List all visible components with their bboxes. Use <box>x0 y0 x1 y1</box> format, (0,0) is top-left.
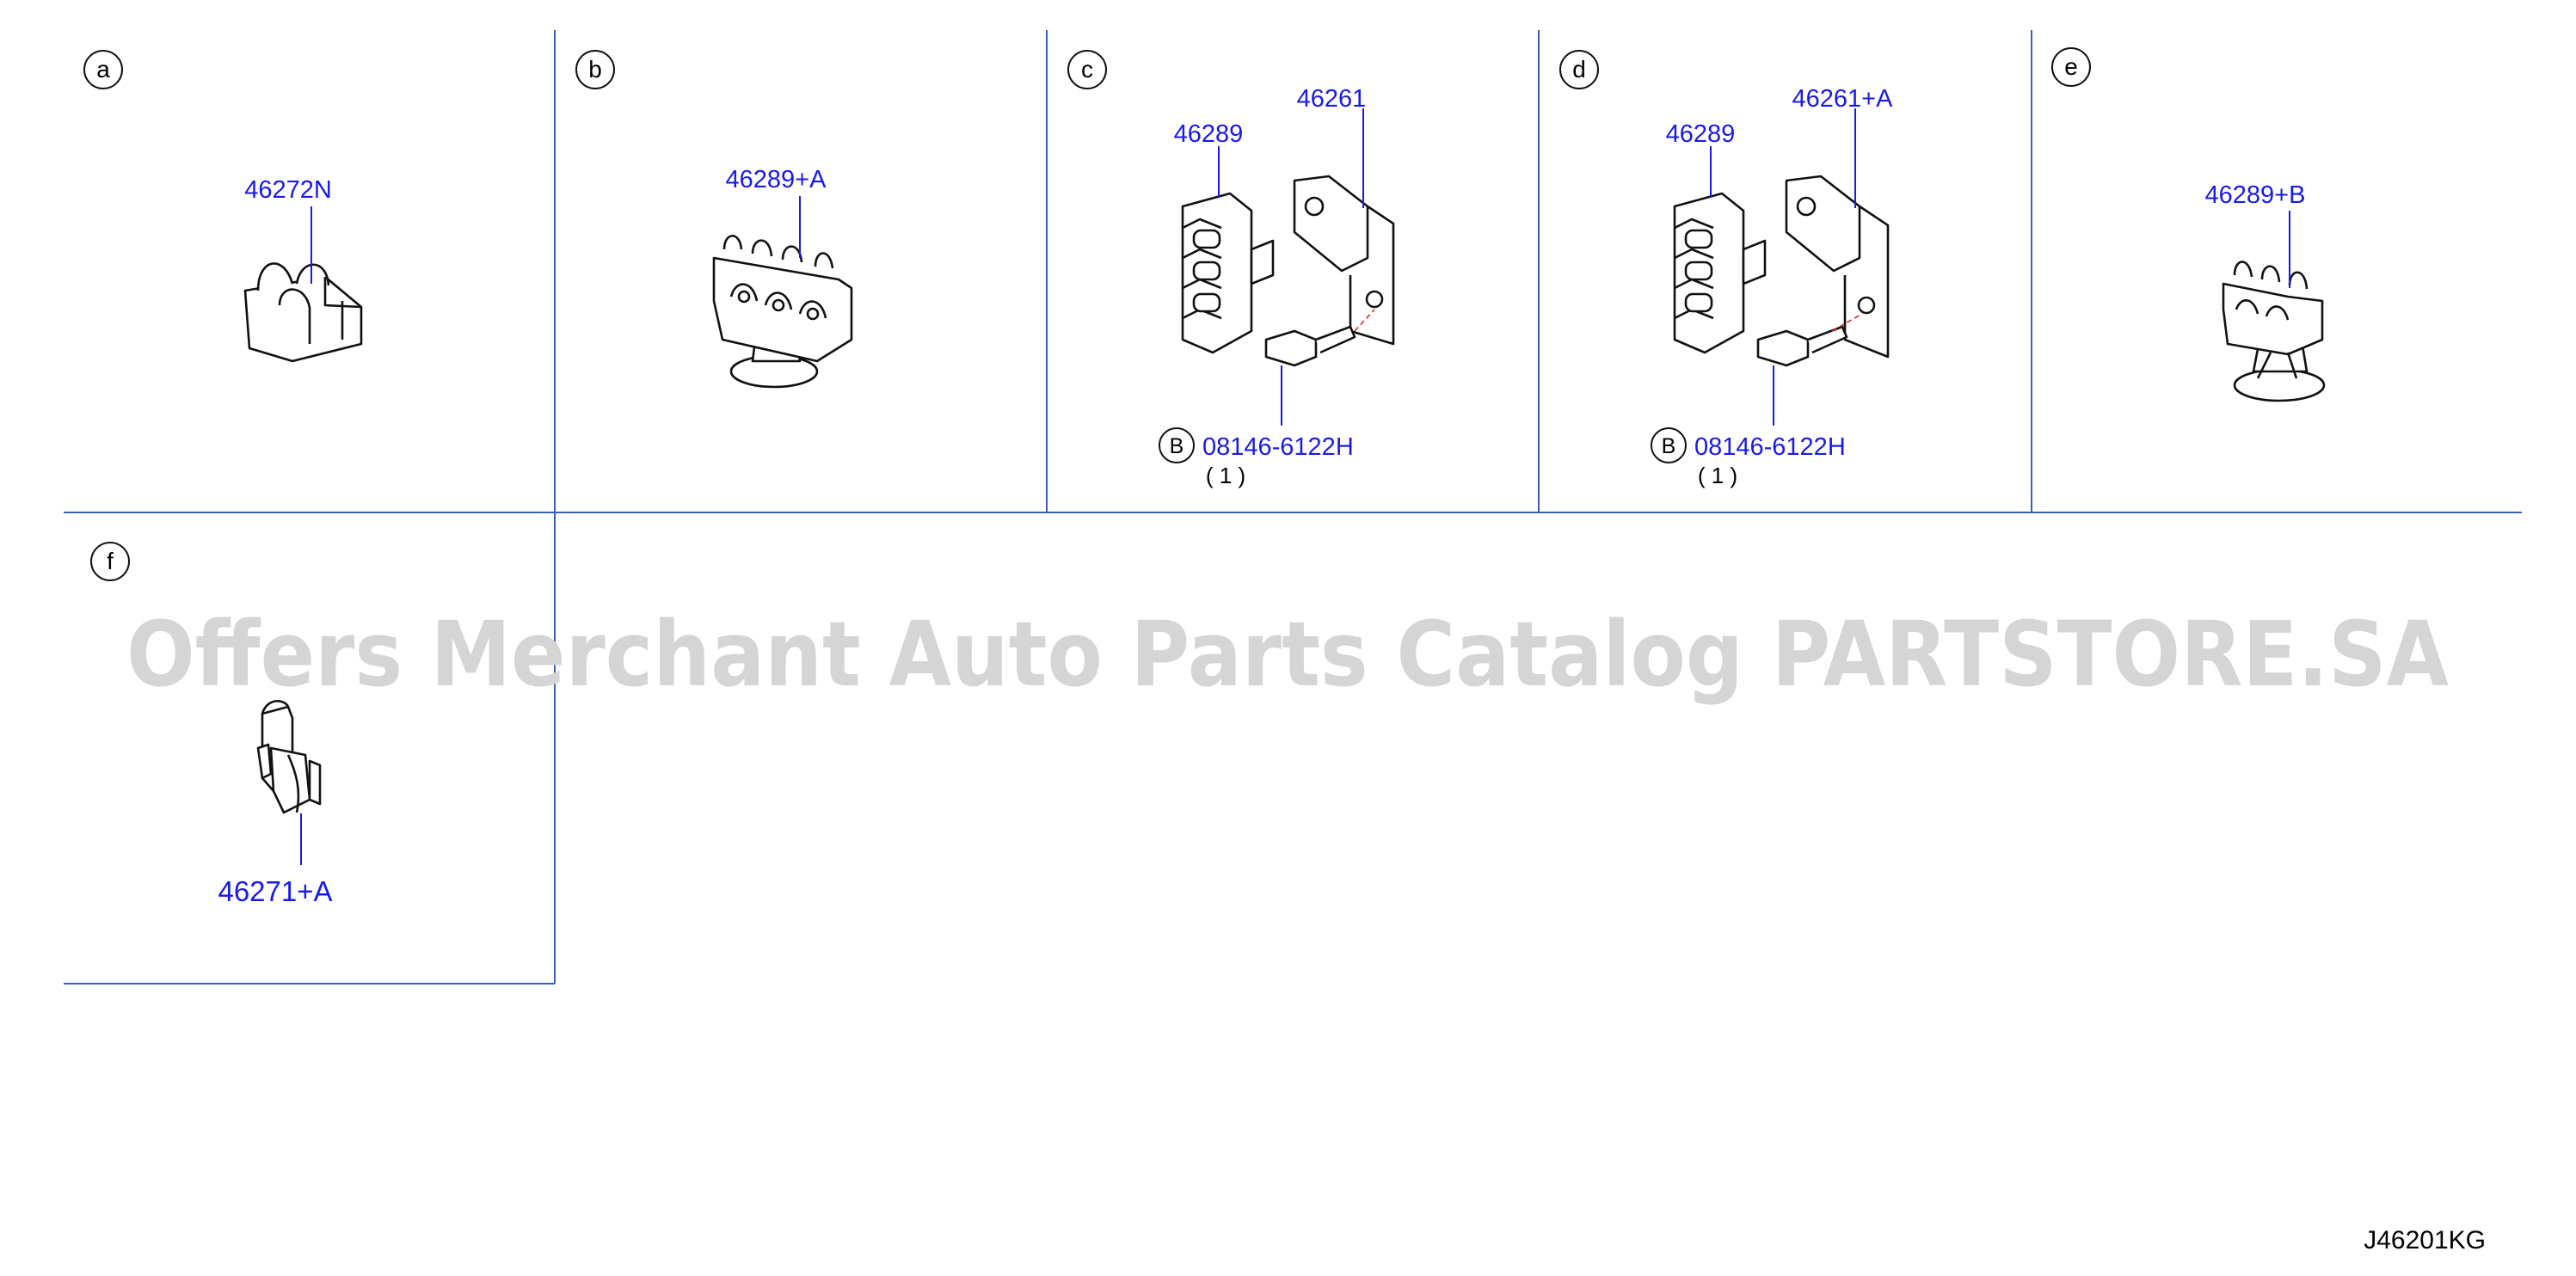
panel-letter: c <box>1081 56 1093 83</box>
panel-frame <box>64 30 2522 985</box>
panel-letter: a <box>96 56 110 83</box>
bolt-ref-b: B <box>1159 427 1195 463</box>
bolt-08146-6122h-drawing <box>1264 325 1356 367</box>
part-number-08146-6122h[interactable]: 08146-6122H <box>1202 433 1354 461</box>
part-number-46261[interactable]: 46261 <box>1297 85 1367 113</box>
bolt-ref-letter: B <box>1662 434 1676 458</box>
panel-label-c: c <box>1067 50 1107 89</box>
clip-46272n-drawing <box>243 262 363 363</box>
clip-46289a-drawing <box>712 234 853 389</box>
fastening-axis-line <box>1831 313 1863 332</box>
panel-letter: d <box>1572 56 1586 83</box>
panel-label-e: e <box>2051 47 2091 87</box>
part-number-46271a[interactable]: 46271+A <box>218 875 332 907</box>
part-number-46272n[interactable]: 46272N <box>244 176 332 204</box>
panel-label-d: d <box>1559 50 1599 89</box>
clamp-46289-drawing <box>1673 192 1767 354</box>
clip-46289b-drawing <box>2222 261 2326 402</box>
quantity-label: ( 1 ) <box>1698 463 1737 488</box>
part-number-46289b[interactable]: 46289+B <box>2205 181 2306 209</box>
bracket-46261a-drawing <box>1785 175 1890 359</box>
bolt-ref-b: B <box>1651 427 1687 463</box>
panel-letter: f <box>107 548 114 574</box>
panel-letter: b <box>588 56 602 83</box>
quantity-label: ( 1 ) <box>1206 463 1245 488</box>
bolt-ref-letter: B <box>1170 434 1184 458</box>
clip-46271a-drawing <box>256 700 322 814</box>
watermark: Offers Merchant Auto Parts Catalog PARTS… <box>126 602 2449 707</box>
panel-label-a: a <box>83 50 123 89</box>
diagram-code: J46201KG <box>2364 1226 2486 1255</box>
bolt-08146-6122h-drawing <box>1756 325 1848 367</box>
panel-label-f: f <box>90 542 130 581</box>
part-number-46289[interactable]: 46289 <box>1174 120 1244 148</box>
part-number-46289a[interactable]: 46289+A <box>726 166 827 193</box>
panel-label-b: b <box>575 50 615 89</box>
part-number-46261a[interactable]: 46261+A <box>1792 85 1894 113</box>
panel-letter: e <box>2064 53 2078 80</box>
fastening-axis-line <box>1354 309 1375 332</box>
part-number-46289[interactable]: 46289 <box>1666 120 1736 148</box>
bracket-46261-drawing <box>1293 175 1395 346</box>
clamp-46289-drawing <box>1181 192 1275 354</box>
part-number-08146-6122h[interactable]: 08146-6122H <box>1694 433 1846 461</box>
